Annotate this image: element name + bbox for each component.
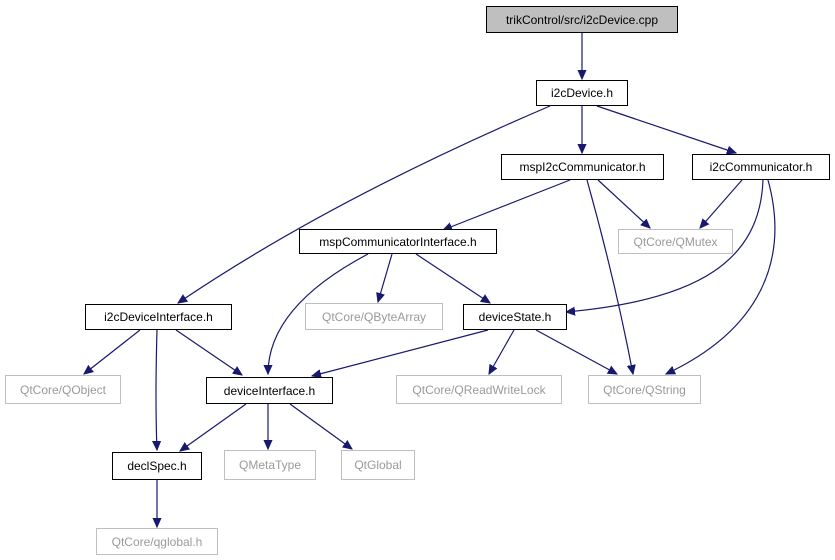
node-label: mspCommunicatorInterface.h: [319, 234, 477, 249]
node-declspec-h[interactable]: declSpec.h: [112, 452, 202, 480]
node-label: QtCore/QReadWriteLock: [412, 382, 546, 397]
node-devicestate-h[interactable]: deviceState.h: [463, 304, 567, 330]
edge-devicestate-to-qstring: [535, 329, 617, 374]
edge-mspcomminterface-to-deviceinterface: [268, 253, 369, 374]
edge-i2cdevice-to-i2ccommunicator: [596, 105, 736, 153]
edge-devicestate-to-qreadwritelock: [489, 329, 515, 374]
edge-i2cdeviceinterface-to-qobject: [84, 329, 141, 374]
edge-mspi2c-to-qmutex: [597, 179, 650, 228]
edge-i2cdeviceinterface-to-deviceinterface: [175, 329, 242, 375]
edge-deviceinterface-to-declspec: [180, 403, 247, 451]
node-label: QtGlobal: [354, 458, 402, 472]
node-mspi2ccommunicator-h[interactable]: mspI2cCommunicator.h: [501, 154, 664, 180]
node-i2ccommunicator-h[interactable]: i2cCommunicator.h: [692, 154, 830, 180]
edge-i2cdeviceinterface-to-declspec: [156, 329, 157, 450]
edge-i2ccomm-to-qstring: [666, 179, 776, 375]
node-label: QtCore/QString: [603, 382, 686, 397]
edge-mspi2c-to-qstring: [586, 179, 633, 374]
node-label: QtCore/qglobal.h: [111, 534, 203, 549]
edge-mspcomminterface-to-devicestate: [415, 253, 490, 303]
node-qtcore-qglobal-h[interactable]: QtCore/qglobal.h: [96, 528, 218, 555]
edge-devicestate-to-deviceinterface: [312, 329, 489, 376]
node-i2cdeviceinterface-h[interactable]: i2cDeviceInterface.h: [85, 304, 232, 330]
edge-mspi2c-to-mspcomminterface: [443, 179, 571, 230]
node-qtcore-qbytearray[interactable]: QtCore/QByteArray: [305, 303, 443, 330]
node-label: QMetaType: [238, 458, 302, 472]
node-label: deviceInterface.h: [223, 383, 316, 398]
node-qtcore-qmutex[interactable]: QtCore/QMutex: [618, 229, 733, 254]
node-label: trikControl/src/i2cDevice.cpp: [505, 12, 659, 27]
node-label: QtCore/QMutex: [633, 234, 718, 249]
edge-i2ccomm-to-qmutex: [700, 179, 743, 228]
node-qtglobal[interactable]: QtGlobal: [341, 450, 415, 480]
node-label: declSpec.h: [127, 459, 187, 473]
node-mspcommunicatorinterface-h[interactable]: mspCommunicatorInterface.h: [299, 229, 497, 254]
node-qmetatype[interactable]: QMetaType: [224, 450, 316, 480]
node-qtcore-qreadwritelock[interactable]: QtCore/QReadWriteLock: [396, 375, 562, 404]
node-label: QtCore/QObject: [19, 382, 107, 397]
edge-mspcomminterface-to-qbytearray: [378, 253, 393, 302]
node-qtcore-qobject[interactable]: QtCore/QObject: [5, 375, 121, 404]
node-i2cdevice-cpp[interactable]: trikControl/src/i2cDevice.cpp: [486, 6, 678, 33]
node-label: i2cDeviceInterface.h: [104, 310, 213, 324]
node-label: QtCore/QByteArray: [321, 309, 427, 324]
edge-deviceinterface-to-qtglobal: [289, 403, 352, 449]
edge-i2cdevice-to-i2cdeviceinterface: [178, 105, 551, 303]
node-label: mspI2cCommunicator.h: [519, 160, 646, 174]
node-deviceinterface-h[interactable]: deviceInterface.h: [206, 377, 333, 404]
edge-i2ccomm-to-devicestate: [566, 179, 764, 312]
node-label: i2cCommunicator.h: [709, 160, 813, 174]
node-qtcore-qstring[interactable]: QtCore/QString: [588, 375, 701, 404]
node-label: deviceState.h: [478, 310, 552, 324]
node-label: i2cDevice.h: [550, 86, 614, 100]
node-i2cdevice-h[interactable]: i2cDevice.h: [536, 80, 628, 106]
